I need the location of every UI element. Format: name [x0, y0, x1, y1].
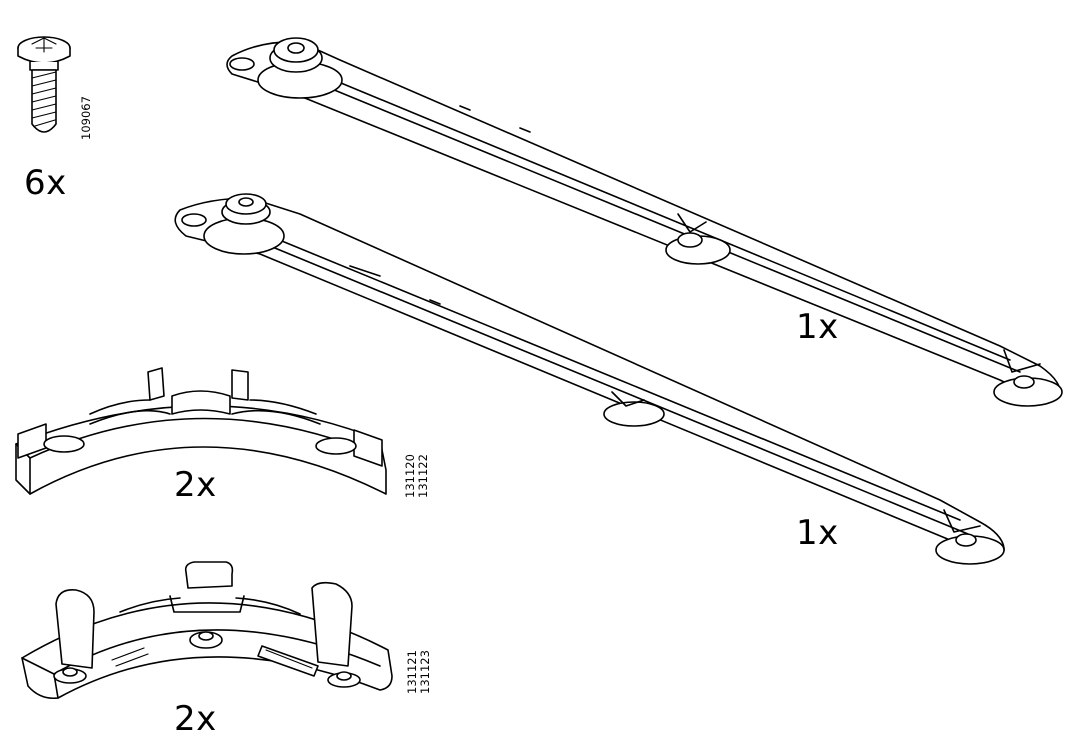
article-number: 109067 — [79, 96, 93, 140]
screw-quantity: 6x — [24, 163, 67, 203]
corner-clip-article-numbers: 131120 131122 — [403, 454, 430, 498]
corner-clip-icon — [15, 367, 387, 495]
screw-article-number: 109067 — [79, 96, 93, 140]
short-runner-rail-icon — [174, 193, 1005, 565]
corner-clip-quantity: 2x — [174, 465, 217, 505]
corner-bracket-icon — [21, 561, 393, 700]
corner-bracket-article-numbers: 131121 131123 — [405, 650, 432, 694]
screw-icon — [17, 36, 71, 133]
short-runner-quantity: 1x — [796, 513, 839, 553]
article-number: 131123 — [418, 650, 432, 694]
long-runner-rail-icon — [226, 37, 1063, 407]
corner-bracket-quantity: 2x — [174, 699, 217, 739]
long-runner-quantity: 1x — [796, 307, 839, 347]
article-number: 131122 — [416, 454, 430, 498]
